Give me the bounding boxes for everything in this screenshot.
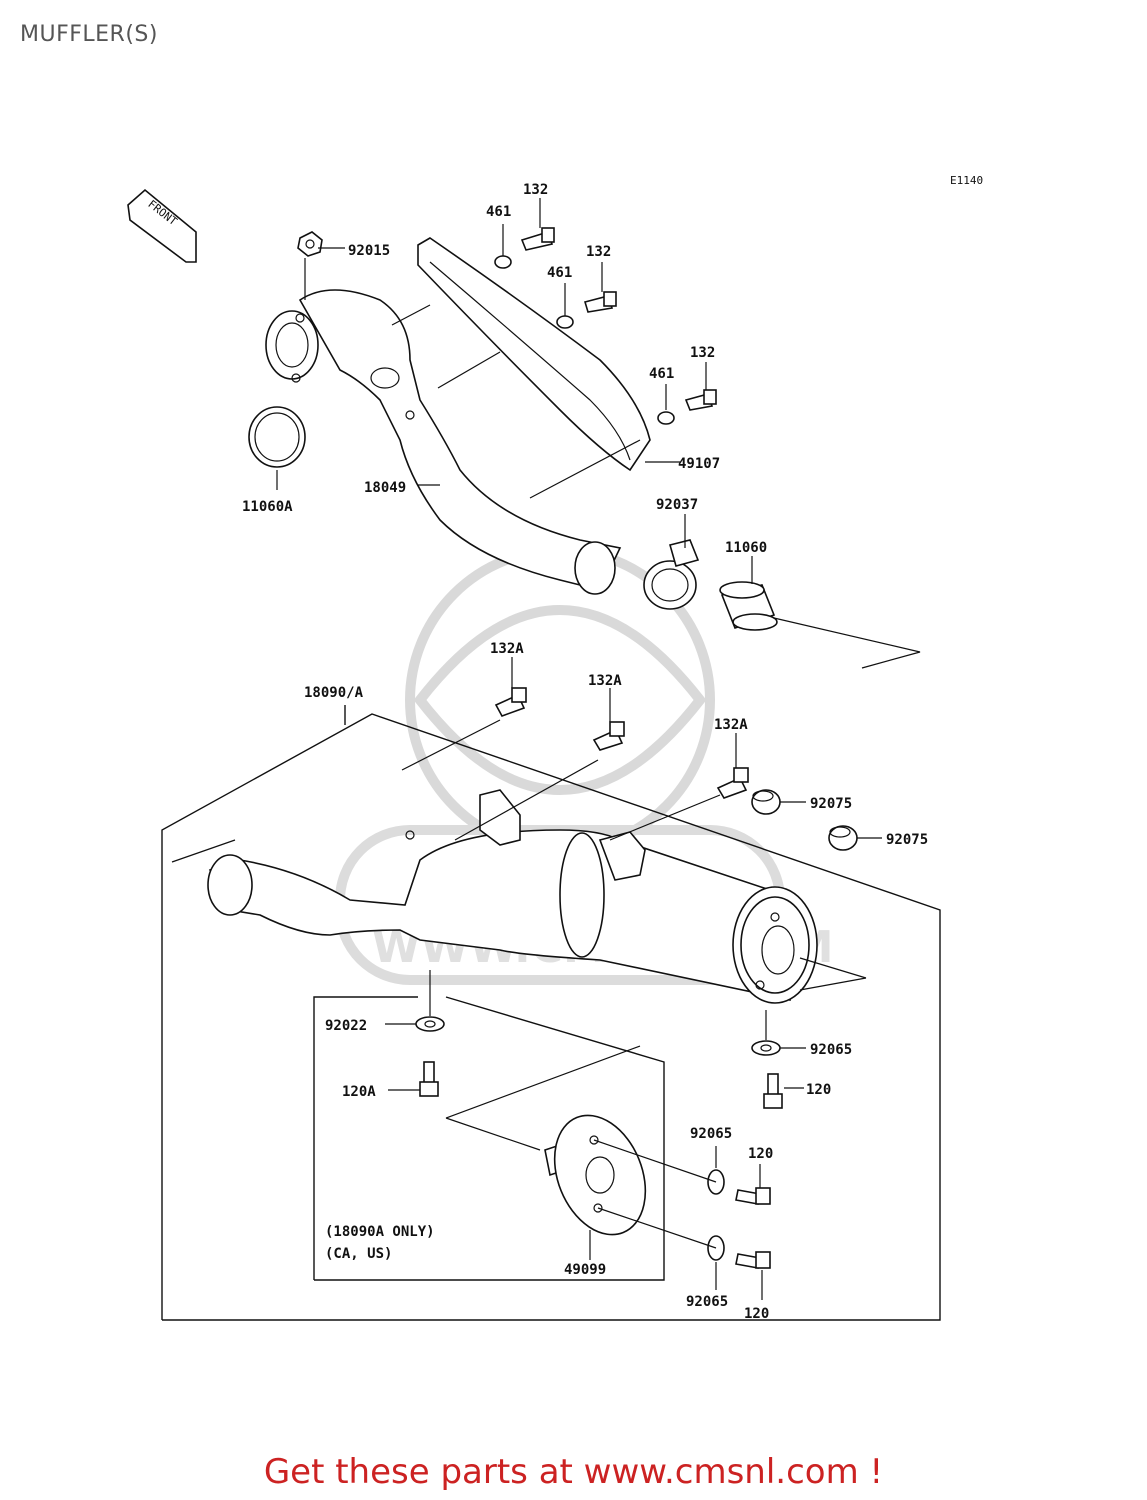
washer-461-b	[556, 315, 574, 329]
label-18049: 18049	[364, 480, 406, 496]
label-92075-b: 92075	[886, 832, 928, 848]
label-120a: 120A	[342, 1084, 376, 1100]
nut-92015	[297, 231, 323, 257]
page-title: MUFFLER(S)	[20, 22, 158, 47]
muffler-frame	[161, 705, 941, 1321]
label-92065-b: 92065	[690, 1126, 732, 1142]
exhaust-pipe	[265, 289, 622, 595]
label-92015: 92015	[348, 243, 390, 259]
label-461-b: 461	[547, 265, 572, 281]
label-120-c: 120	[744, 1306, 769, 1322]
bolt-120-a	[763, 1073, 783, 1109]
bolt-132-c	[684, 389, 717, 411]
bolt-132a-a	[494, 687, 527, 717]
bolt-120-b	[735, 1187, 771, 1205]
label-132a-b: 132A	[588, 673, 622, 689]
washer-92022	[415, 1016, 445, 1032]
note-regions: (CA, US)	[325, 1246, 392, 1262]
washer-461-c	[657, 411, 675, 425]
label-18090a: 18090/A	[304, 685, 364, 701]
grommet-92075-b	[828, 825, 858, 851]
bolt-132-a	[520, 227, 555, 251]
spark-arrester	[544, 1114, 647, 1236]
grommet-92075-a	[751, 789, 781, 815]
label-132-b: 132	[586, 244, 611, 260]
label-132a-c: 132A	[714, 717, 748, 733]
label-132a-a: 132A	[490, 641, 524, 657]
label-132-a: 132	[523, 182, 548, 198]
label-11060a: 11060A	[242, 499, 293, 515]
clamp-92037	[643, 539, 700, 610]
label-49107: 49107	[678, 456, 720, 472]
bolt-120a	[419, 1061, 439, 1097]
diagram-code: E1140	[950, 174, 983, 187]
label-92065-a: 92065	[810, 1042, 852, 1058]
label-120-b: 120	[748, 1146, 773, 1162]
label-92037: 92037	[656, 497, 698, 513]
lower-leaders	[385, 657, 882, 1300]
muffler-body	[171, 789, 867, 1004]
label-92065-c: 92065	[686, 1294, 728, 1310]
label-132-c: 132	[690, 345, 715, 361]
washer-461-a	[494, 255, 512, 269]
front-arrow-icon: FRONT	[127, 188, 197, 263]
label-92075-a: 92075	[810, 796, 852, 812]
label-92022: 92022	[325, 1018, 367, 1034]
label-120-a: 120	[806, 1082, 831, 1098]
sleeve-11060	[719, 581, 778, 631]
label-461-a: 461	[486, 204, 511, 220]
heat-guard	[417, 237, 651, 472]
upper-leaders	[276, 198, 921, 669]
washer-92065-a	[751, 1040, 781, 1056]
note-model-only: (18090A ONLY)	[325, 1224, 435, 1240]
label-11060: 11060	[725, 540, 767, 556]
label-49099: 49099	[564, 1262, 606, 1278]
gasket-11060a	[248, 406, 306, 468]
bolt-132a-c	[716, 767, 749, 799]
bolt-132-b	[583, 291, 617, 313]
bolt-132a-b	[592, 721, 625, 751]
parts-diagram: WWW.CMSNL.COM FRONT E1140	[127, 174, 983, 1322]
call-to-action-link[interactable]: Get these parts at www.cmsnl.com !	[263, 1452, 884, 1492]
bolt-120-c	[735, 1251, 771, 1269]
label-461-c: 461	[649, 366, 674, 382]
